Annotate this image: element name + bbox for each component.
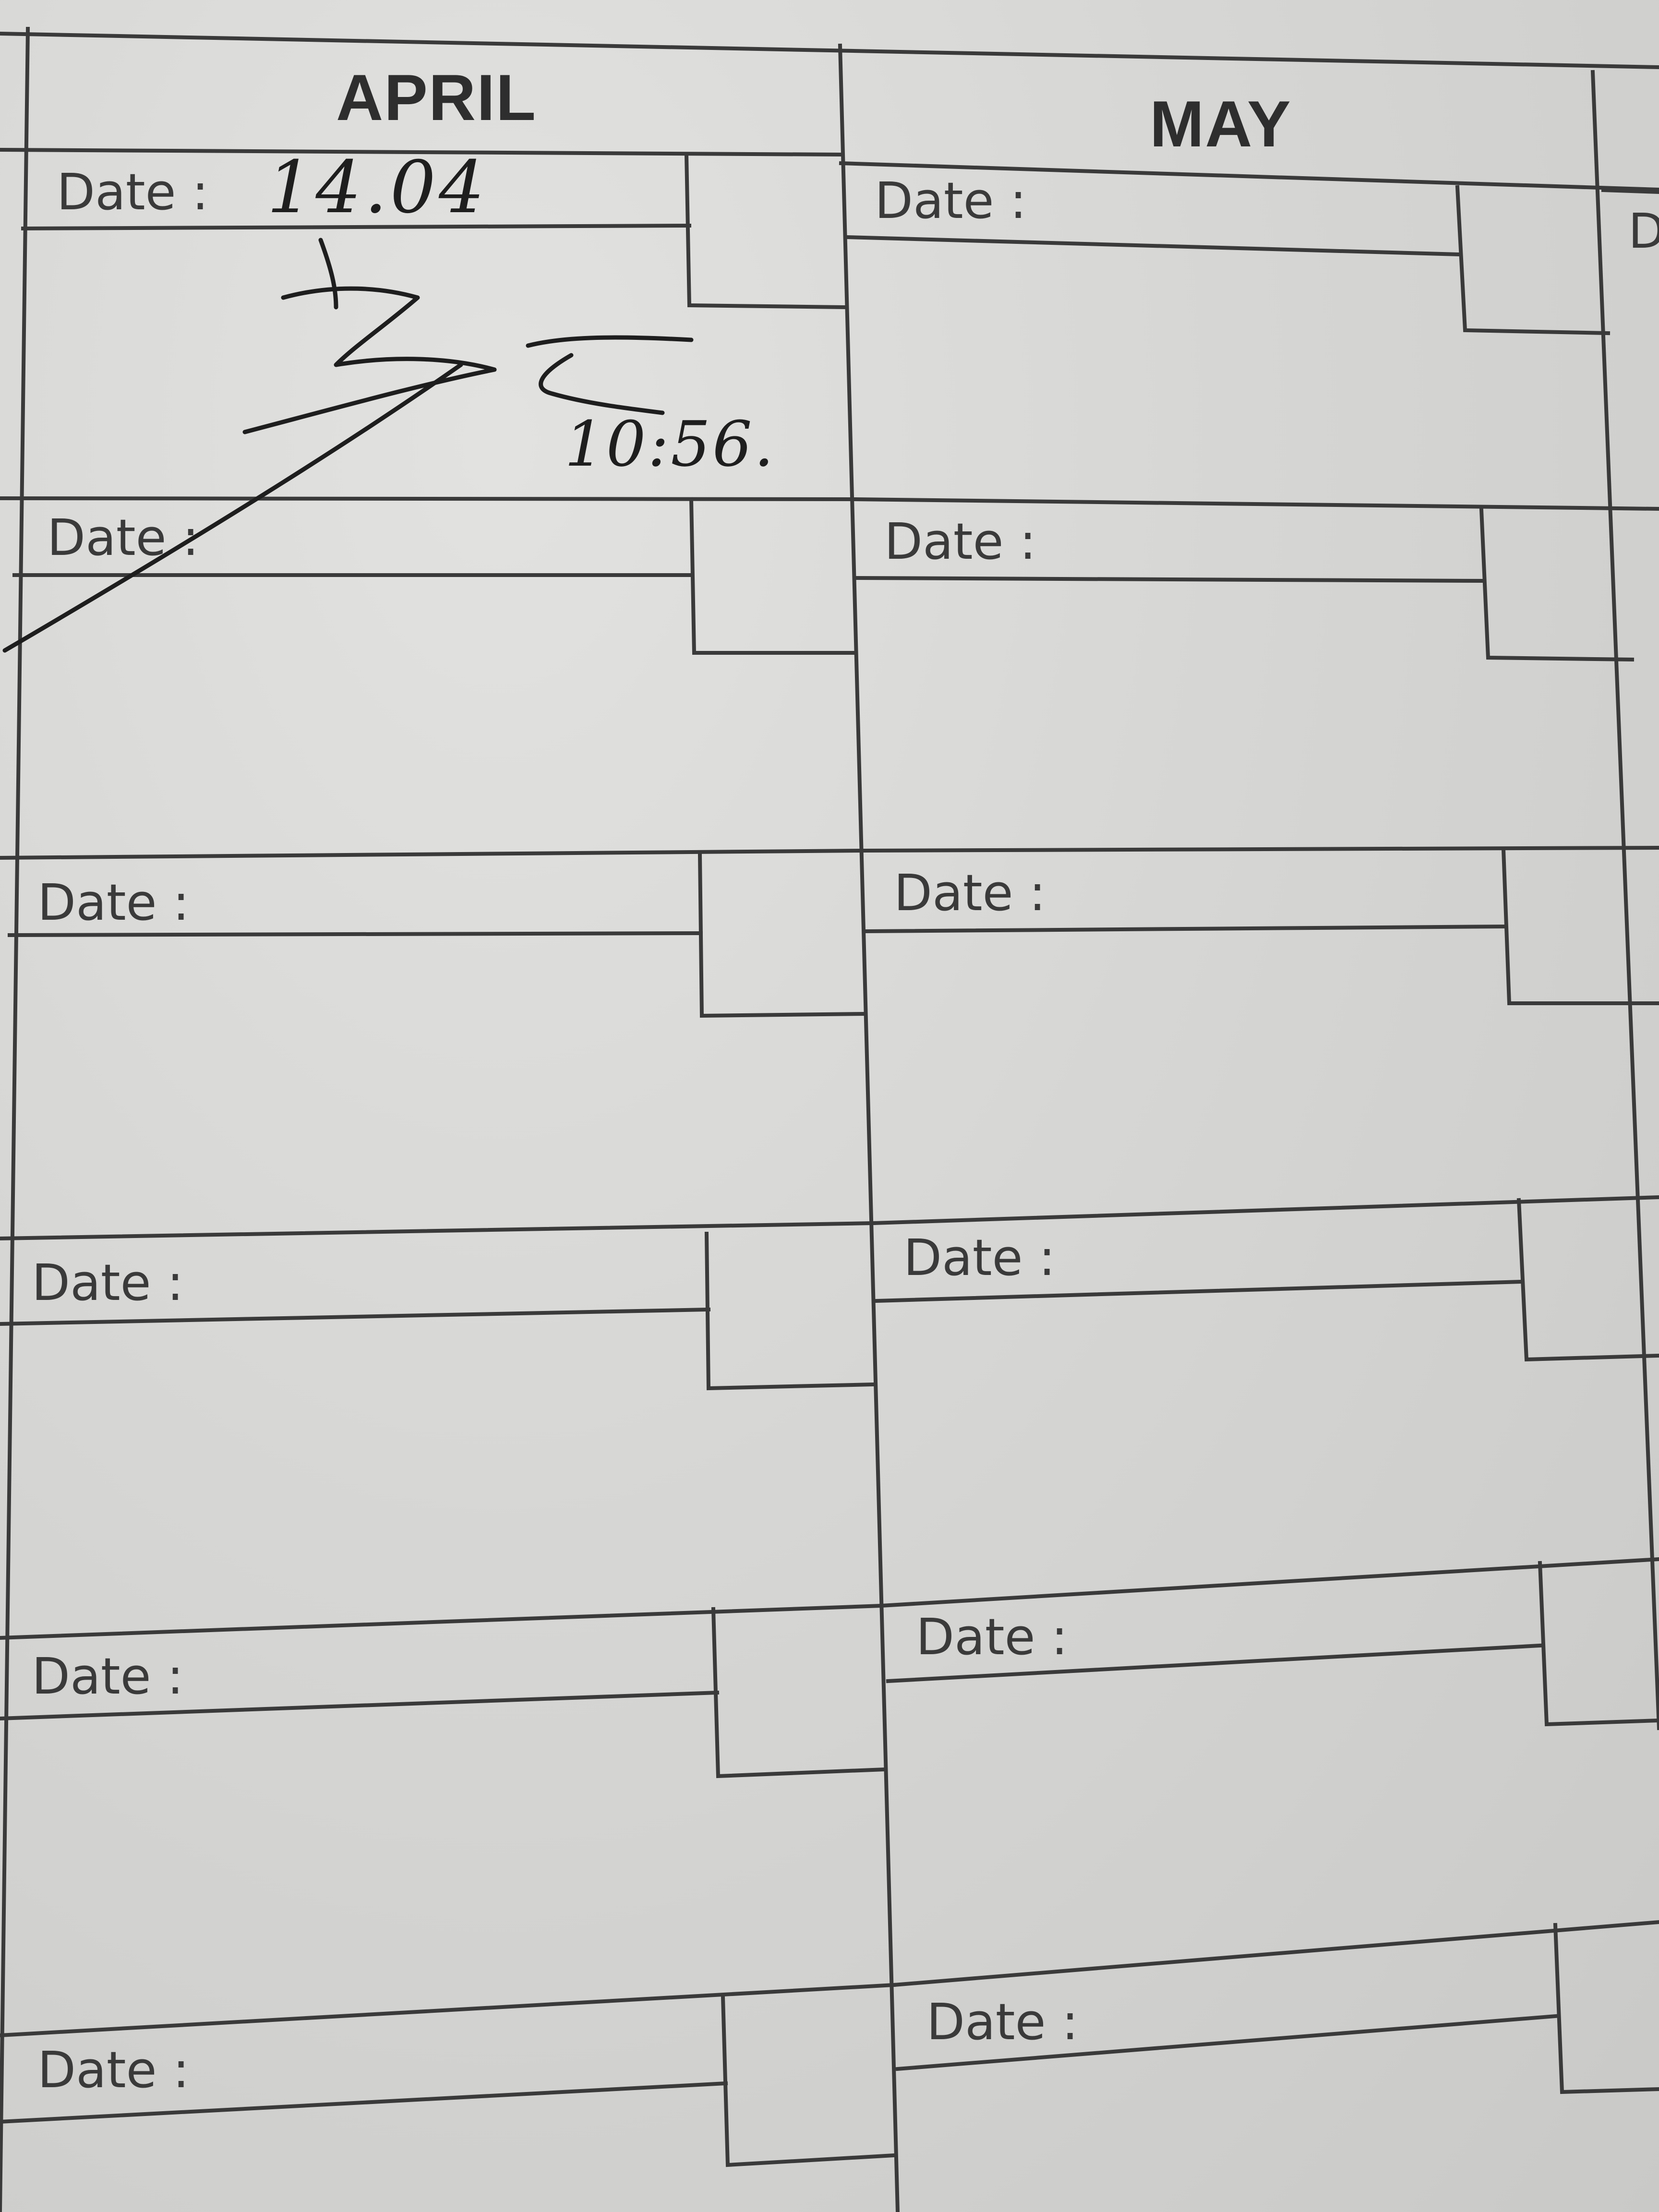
- may-date-label-4: Date :: [903, 1228, 1056, 1287]
- may-date-label-5: Date :: [916, 1608, 1068, 1666]
- handwritten-time-value: 10:56.: [565, 408, 776, 481]
- may-date-label-3: Date :: [894, 864, 1046, 922]
- april-date-label-2: Date :: [47, 508, 199, 567]
- may-date-label-1: Date :: [875, 171, 1027, 230]
- month-header-may: MAY: [1150, 87, 1292, 160]
- may-date-label-6: Date :: [926, 1993, 1079, 2051]
- next-column-date-label: D: [1628, 203, 1659, 259]
- april-date-label-5: Date :: [32, 1647, 184, 1706]
- april-date-label-3: Date :: [37, 873, 190, 932]
- handwritten-date-value: 14.04: [267, 146, 488, 229]
- april-date-label-4: Date :: [32, 1253, 184, 1312]
- month-header-april: APRIL: [336, 61, 537, 134]
- may-date-label-2: Date :: [884, 512, 1036, 571]
- april-date-label-1: Date :: [57, 163, 209, 221]
- april-date-label-6: Date :: [37, 2041, 190, 2099]
